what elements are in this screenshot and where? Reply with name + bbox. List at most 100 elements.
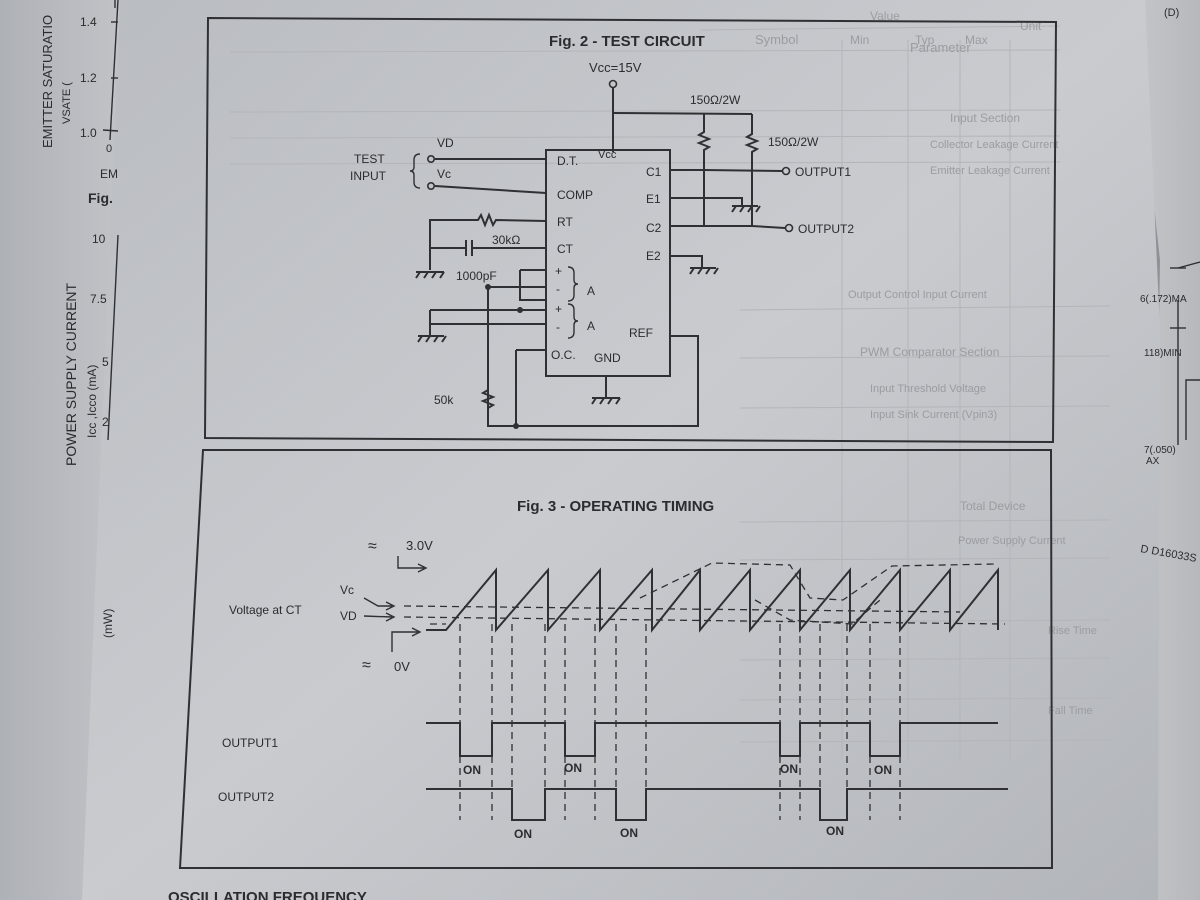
left-tick-zero: 0 xyxy=(106,143,112,155)
fig2-pin-comp: COMP xyxy=(557,188,593,202)
fig3-approx-high: ≈ xyxy=(368,538,377,555)
fig2-vd-terminal xyxy=(426,155,435,164)
left-tick-b5: 5 xyxy=(102,355,109,369)
fig2-rt-resistor xyxy=(429,212,547,270)
fig3-out2-waveform xyxy=(426,788,1008,821)
ghost-sec-2: PWM Comparator Section xyxy=(860,345,999,359)
fig2-pin-ref: REF xyxy=(629,326,653,340)
fig3-row-out1: OUTPUT1 xyxy=(222,736,278,750)
right-dim3: 7(.050) xyxy=(1144,445,1176,456)
fig2-rt-value: 30kΩ xyxy=(492,233,520,247)
fig2-test-input-2: INPUT xyxy=(350,169,387,183)
fig2-vcc-supply: Vcc=15V xyxy=(589,60,642,75)
fig2-pin-e2: E2 xyxy=(646,249,661,263)
fig2-out2-label: OUTPUT2 xyxy=(798,222,854,236)
fig2-vc-label: Vc xyxy=(437,167,451,181)
fig3-row-out2: OUTPUT2 xyxy=(218,790,274,804)
fig2-ct-capacitor xyxy=(430,240,546,256)
fig2-amp1-label: A xyxy=(587,284,595,298)
fig2-vc-terminal xyxy=(426,182,435,191)
ghost-sec-3: Total Device xyxy=(960,499,1026,513)
fig2-pin-ct: CT xyxy=(557,242,574,256)
left-tick-12: 1.2 xyxy=(80,71,97,85)
fig2-pin-c2: C2 xyxy=(646,221,662,235)
ghost-table: Parameter Symbol Value Min Typ Max Unit … xyxy=(229,9,1111,760)
fig2-junction-amp xyxy=(517,307,523,313)
ghost-row-3: Output Control Input Current xyxy=(848,289,987,301)
ghost-row-5: Input Sink Current (Vpin3) xyxy=(870,409,997,421)
ghost-hdr-value: Value xyxy=(870,9,900,23)
fig2-junction-oc xyxy=(513,423,519,429)
ghost-hdr-max: Max xyxy=(965,33,988,47)
left-page-graphs: 1.4 1.2 1.0 0 EM Fig. EMITTER SATURATIO … xyxy=(40,0,119,638)
next-section-heading: OSCILLATION FREQUENCY xyxy=(168,889,367,900)
left-tick-b10: 10 xyxy=(92,232,106,246)
fig2-ground-ic xyxy=(591,376,621,405)
fig2-amp2-brace xyxy=(567,303,579,339)
ghost-hdr-symbol: Symbol xyxy=(755,32,798,47)
fig2-amp1-plus: + xyxy=(555,264,562,278)
fig3-vc-label: Vc xyxy=(340,583,354,597)
fig2-out1-wire xyxy=(670,169,783,172)
fig3-vlow-arrow xyxy=(391,627,422,652)
fig2-ground-amp xyxy=(417,335,447,343)
left-ylabel: POWER SUPPLY CURRENT xyxy=(63,282,79,466)
fig3-ct-label: Voltage at CT xyxy=(229,603,302,617)
left-pd-stub: (mW) xyxy=(101,609,115,638)
fig2-rload1-label: 150Ω/2W xyxy=(690,93,741,107)
right-d-stub: (D) xyxy=(1164,7,1179,19)
fig3-out1-waveform xyxy=(426,722,998,757)
right-dim4: AX xyxy=(1146,456,1160,467)
fig2-rload2 xyxy=(744,114,760,169)
fig2-test-input-1: TEST xyxy=(354,152,385,166)
fig3-vhigh-label: 3.0V xyxy=(406,538,433,553)
fig2-amp2-minus: - xyxy=(556,320,560,334)
fig2-ground-e1 xyxy=(670,197,761,213)
left-tick-b75: 7.5 xyxy=(90,292,107,306)
fig2-test-brace xyxy=(409,153,421,189)
fig2-pin-e1: E1 xyxy=(646,192,661,206)
left-tick-10: 1.0 xyxy=(80,126,97,140)
fig2-amp1-brace xyxy=(567,266,579,302)
fig2-roc-value: 50k xyxy=(434,393,454,407)
ghost-row-2: Emitter Leakage Current xyxy=(930,165,1050,177)
ghost-hdr-param: Parameter xyxy=(910,40,971,55)
fig2-out2-terminal xyxy=(784,223,794,233)
ghost-sec-1: Input Section xyxy=(950,111,1020,125)
fig2-ground-e2 xyxy=(670,255,719,275)
fig2-amp1-minus: - xyxy=(556,282,560,296)
left-vsat-label: VSATE ( xyxy=(61,82,73,124)
fig2-pin-gnd: GND xyxy=(594,351,621,365)
left-axis-stub: EM xyxy=(100,167,118,181)
left-tick-b2: 2 xyxy=(102,415,109,429)
fig3-on-label: ON xyxy=(514,827,532,841)
fig3-operating-timing: Fig. 3 - OPERATING TIMING ≈ 3.0V ≈ 0V Vc… xyxy=(178,449,1054,869)
fig2-pin-vcc: Vcc xyxy=(598,149,617,161)
ghost-row-6: Power Supply Current xyxy=(958,535,1066,547)
ghost-hdr-min: Min xyxy=(850,33,869,47)
fig2-ground-ct xyxy=(415,271,445,279)
fig2-rload1 xyxy=(696,113,712,170)
fig3-on-label: ON xyxy=(463,763,481,777)
right-dim2: 118)MIN xyxy=(1144,348,1182,359)
right-dim1: 6(.172)MA xyxy=(1140,294,1187,305)
fig2-pin-oc: O.C. xyxy=(551,348,576,362)
fig2-ic-body xyxy=(545,149,671,377)
fig3-vc-level xyxy=(403,605,961,613)
fig3-vhigh-arrow xyxy=(397,556,428,573)
fig3-on-label: ON xyxy=(826,824,844,838)
fig3-on-label: ON xyxy=(780,762,798,776)
fig3-vd-level xyxy=(403,616,1006,625)
fig2-vd-label: VD xyxy=(437,136,454,150)
ghost-row-7: Rise Time xyxy=(1048,625,1097,637)
ghost-row-4: Input Threshold Voltage xyxy=(870,383,986,395)
fig2-vc-wire xyxy=(434,185,547,194)
fig2-out1-terminal xyxy=(781,166,791,176)
fig3-on-label: ON xyxy=(564,761,582,775)
fig2-ct-value: 1000pF xyxy=(456,269,497,283)
ghost-hdr-typ: Typ xyxy=(915,33,935,47)
fig2-vcc-rail xyxy=(612,112,753,115)
left-ylabel-sub: Icc ,Icco (mA) xyxy=(85,365,99,438)
